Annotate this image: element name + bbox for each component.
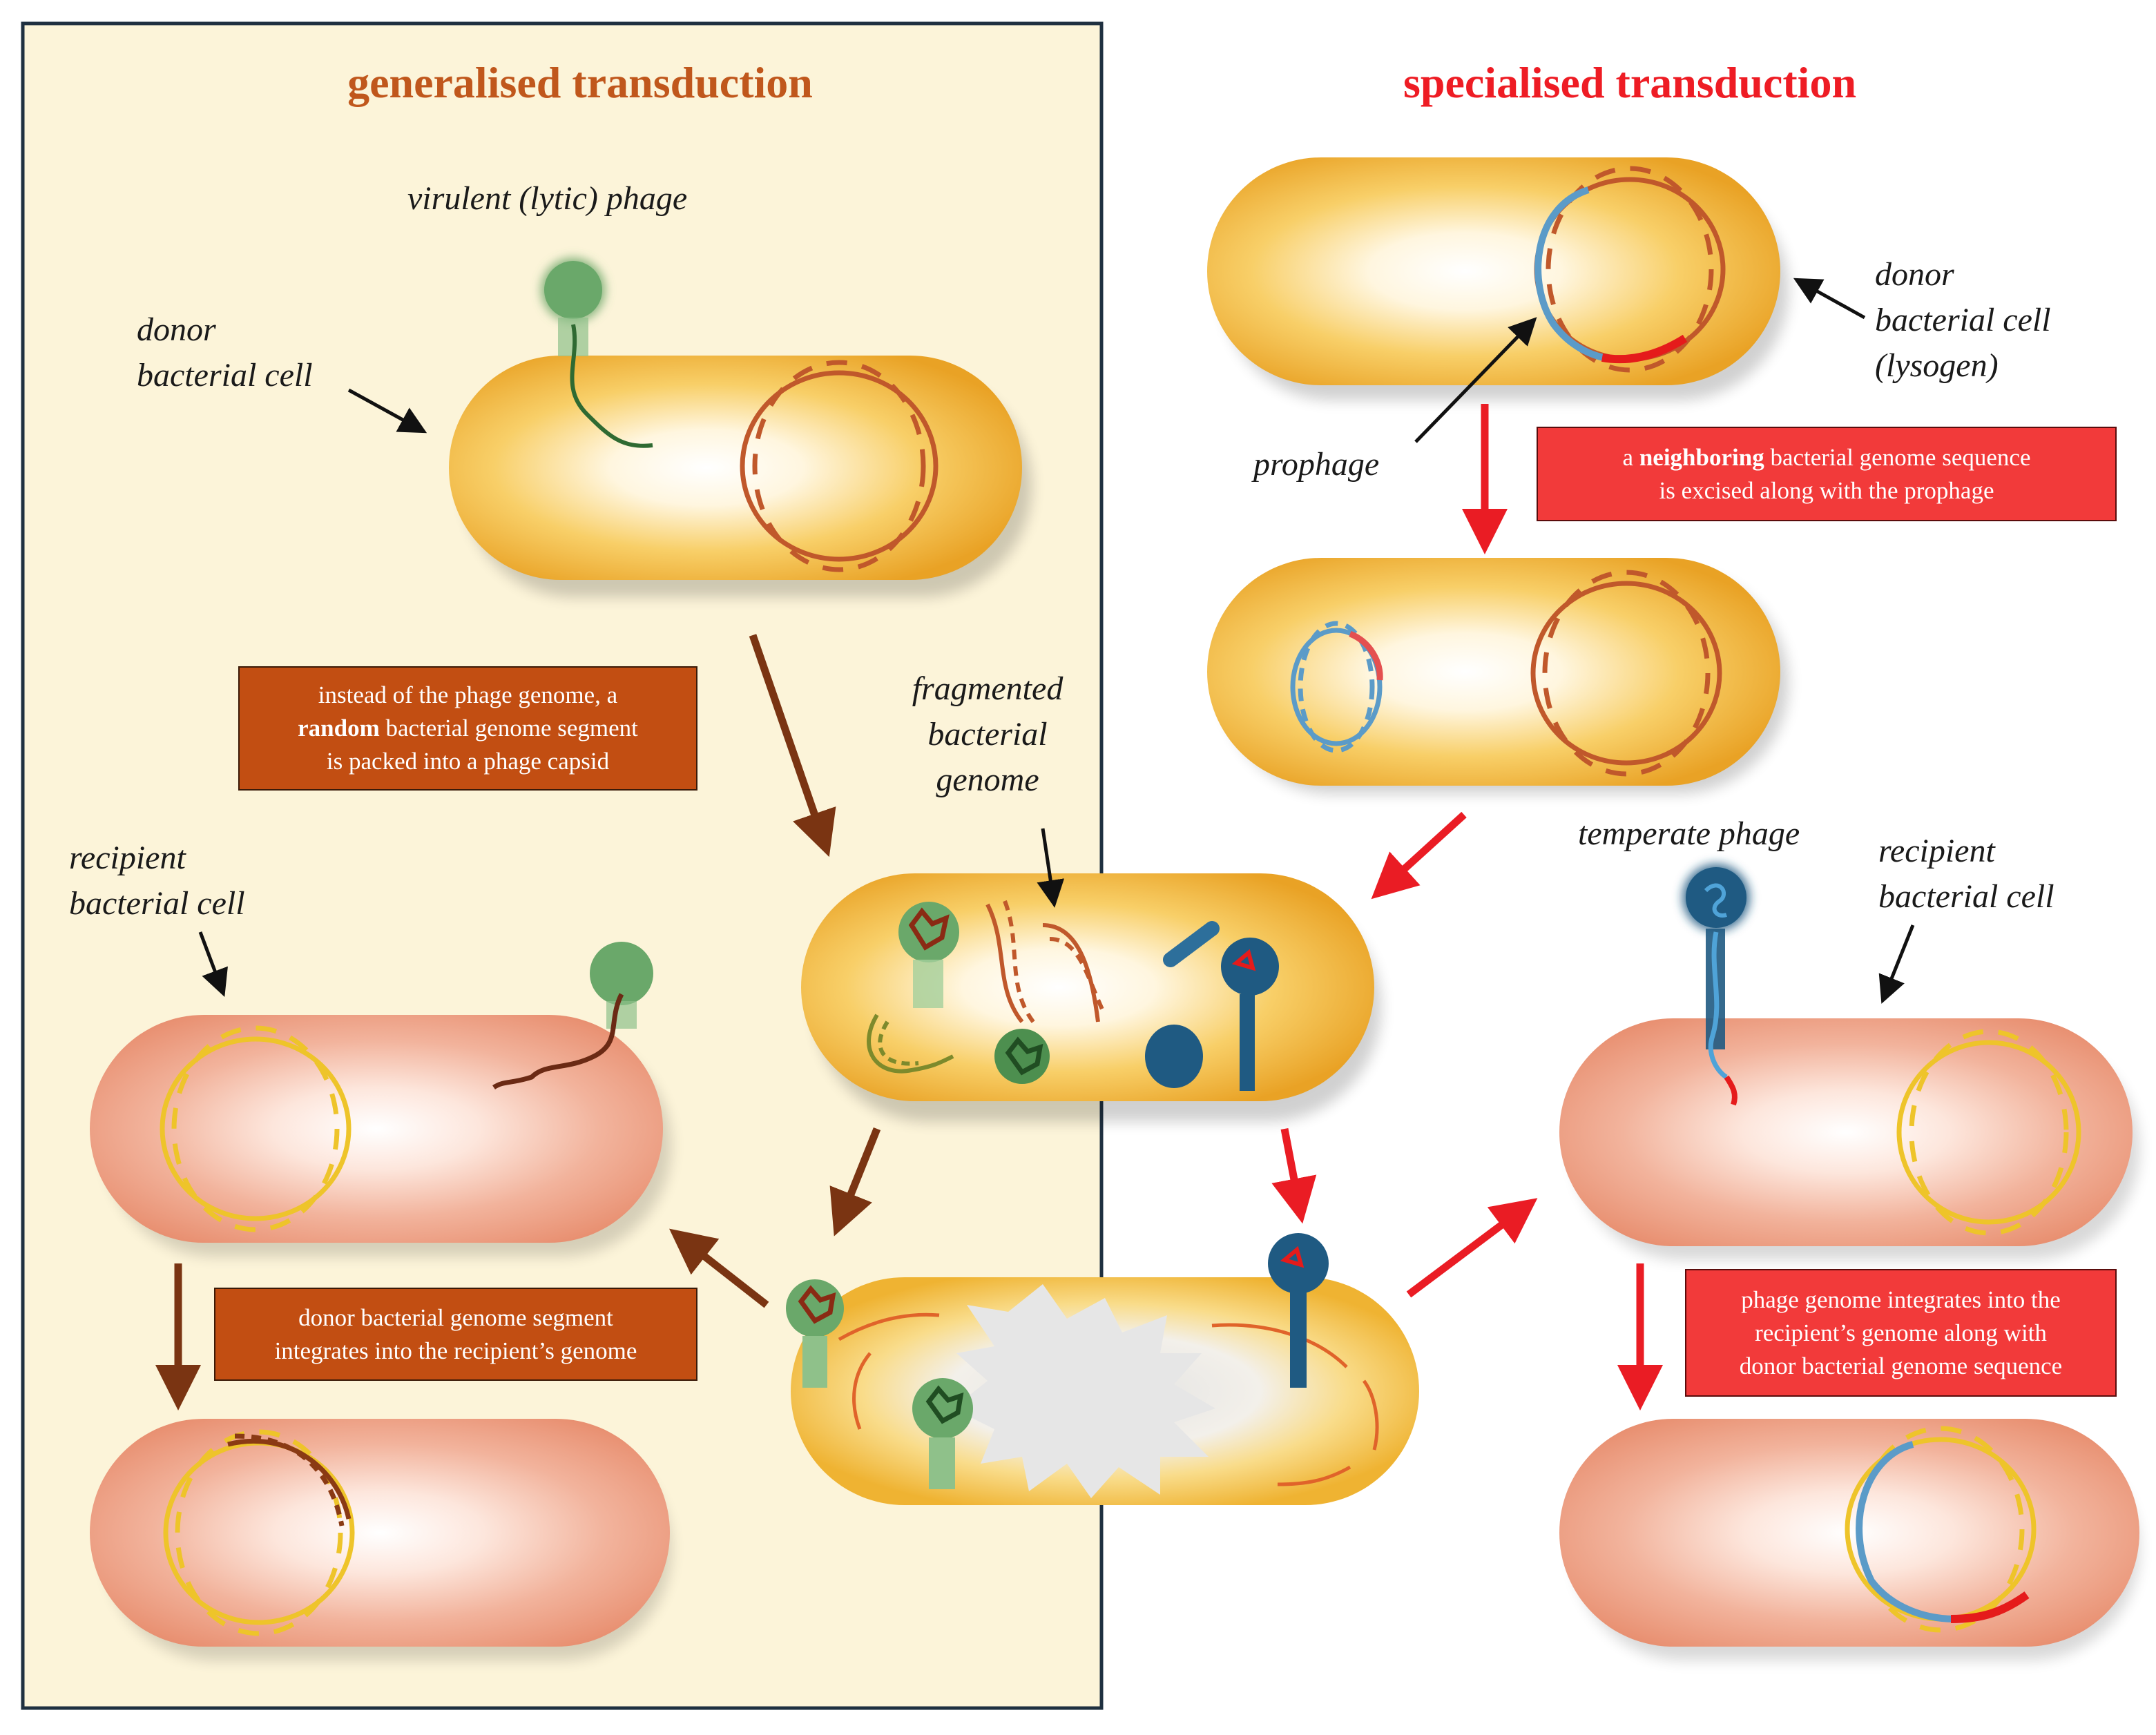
donor-cell-label: donor bacterial cell (137, 307, 313, 398)
recipient-cell-right (1559, 1018, 2139, 1260)
lytic-phage-injecting (492, 942, 653, 1090)
assembling-lytic-phages (898, 902, 1050, 1084)
random-segment-line2-rest: bacterial genome segment (379, 715, 638, 742)
released-temperate-phage (1268, 1233, 1329, 1388)
recipient-cell-left (90, 1015, 671, 1257)
donor-integrates-line1: donor bacterial genome segment (298, 1303, 613, 1331)
virulent-phage (539, 255, 653, 448)
excised-cell (1207, 558, 1789, 794)
arrow-donor-to-lysis (749, 634, 836, 857)
pointer-arrows (198, 278, 1915, 1004)
fragmented-label-line2: bacterial (927, 716, 1048, 753)
lysogenized-dna (1845, 1426, 2037, 1633)
recipient-left-label-line2: bacterial cell (69, 885, 245, 922)
lysogen-label-line2: bacterial cell (1875, 302, 2051, 338)
lysogen-label-line3: (lysogen) (1875, 347, 1999, 384)
random-segment-line2: random bacterial genome segment (298, 712, 638, 745)
random-segment-line1: instead of the phage genome, a (318, 681, 618, 708)
phage-integrates-line1: phage genome integrates into the (1741, 1286, 2061, 1313)
temperate-phage (1680, 862, 1752, 1106)
recipient-right-label-line2: bacterial cell (1878, 878, 2054, 915)
neighboring-word: neighboring (1639, 443, 1764, 471)
generalised-title: generalised transduction (347, 58, 813, 107)
neighboring-line1: a neighboring bacterial genome sequence (1623, 441, 2031, 474)
neighboring-box: a neighboring bacterial genome sequence … (1537, 427, 2117, 521)
assembling-temperate-phages (1145, 921, 1279, 1091)
arrow-cell-to-released (829, 1127, 881, 1237)
recipient-left-label: recipient bacterial cell (69, 835, 245, 927)
random-segment-box: instead of the phage genome, a random ba… (238, 666, 697, 791)
neighboring-line2: is excised along with the prophage (1659, 476, 1994, 504)
fragmented-genome-pieces (867, 900, 1107, 1074)
excised-prophage-ring (1290, 621, 1383, 753)
fragmented-label-line1: fragmented (912, 670, 1063, 707)
donor-cell-label-line1: donor (137, 311, 216, 348)
fragmented-label-line3: genome (936, 762, 1039, 798)
phage-integrates-line3: donor bacterial genome sequence (1739, 1352, 2063, 1379)
arrow-release-to-recipient (1406, 1198, 1538, 1298)
donor-bacterial-cell (449, 356, 1032, 597)
arrow-excised-to-lysis (1371, 811, 1467, 900)
arrow-lysis-to-released (1271, 1127, 1317, 1224)
temperate-phage-label: temperate phage (1578, 815, 1800, 852)
recipient-right-label: recipient bacterial cell (1878, 828, 2054, 920)
phage-integrates-line2: recipient’s genome along with (1755, 1319, 2047, 1346)
brown-arrows (155, 634, 881, 1411)
neighboring-line1-rest: bacterial genome sequence (1764, 443, 2031, 471)
donor-circular-dna (740, 360, 939, 572)
fragmented-genome-label: fragmented bacterial genome (891, 666, 1084, 803)
prophage-label: prophage (1253, 446, 1380, 483)
donor-integrates-line2: integrates into the recipient’s genome (274, 1337, 637, 1364)
lysogen-label-line1: donor (1875, 256, 1954, 293)
recipient-right-label-line1: recipient (1878, 833, 1995, 869)
excised-host-dna (1530, 570, 1722, 777)
phage-integrates-box: phage genome integrates into the recipie… (1685, 1269, 2117, 1397)
released-lytic-phages (786, 1279, 973, 1489)
recipient-left-label-line1: recipient (69, 840, 186, 876)
donor-cell-label-line2: bacterial cell (137, 357, 313, 394)
specialised-title: specialised transduction (1403, 58, 1857, 107)
donor-integrates-box: donor bacterial genome segment integrate… (214, 1288, 697, 1381)
lysogen-donor-cell (1207, 157, 1789, 400)
lysed-cell-burst (791, 1277, 1419, 1505)
virulent-phage-label: virulent (lytic) phage (407, 180, 688, 217)
random-word: random (298, 715, 380, 742)
recipient-right-dna (1896, 1029, 2081, 1236)
random-segment-line3: is packed into a phage capsid (326, 748, 610, 775)
recipient-left-dna (160, 1025, 352, 1232)
neighboring-line1-pre: a (1622, 443, 1639, 471)
red-arrows (1271, 404, 1663, 1411)
lysogen-label: donor bacterial cell (lysogen) (1875, 252, 2051, 389)
lysing-donor-cell (801, 873, 1381, 1122)
transduced-cell-left (90, 1419, 671, 1660)
lysogen-dna (1534, 166, 1726, 373)
arrow-phage-to-recipient (669, 1228, 769, 1308)
transduced-left-dna (163, 1429, 355, 1636)
